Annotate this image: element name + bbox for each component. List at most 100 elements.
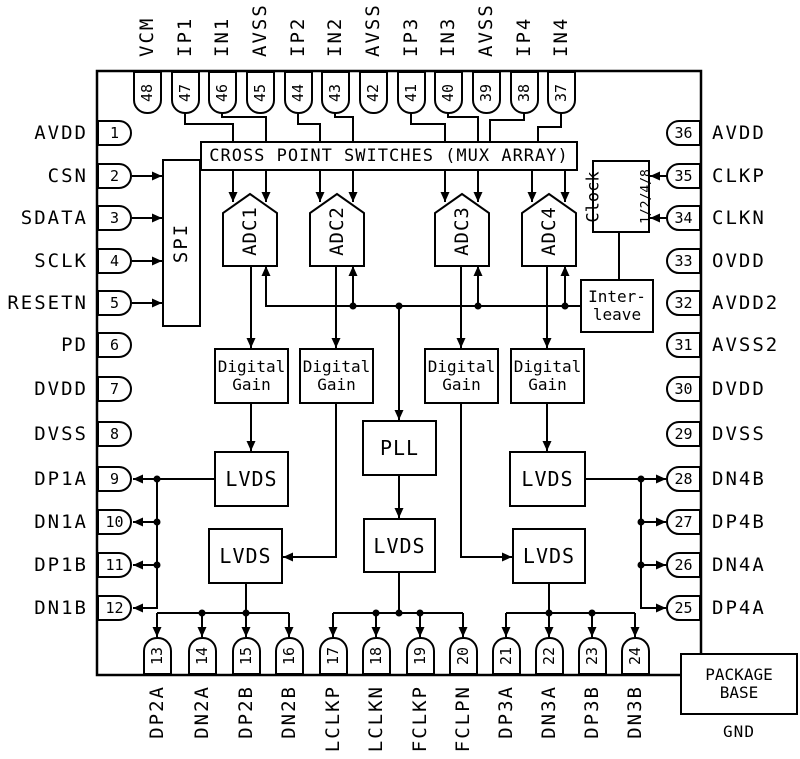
pin-6-number: 6	[109, 336, 120, 354]
pin-38-number: 38	[515, 83, 534, 102]
pin-11-number: 11	[105, 556, 124, 574]
arrowhead	[331, 338, 341, 348]
pin-30-label: DVDD	[712, 378, 766, 400]
clock-label: Clock	[583, 170, 604, 223]
lvds-label: LVDS	[522, 544, 576, 568]
pin-2-number: 2	[109, 167, 120, 185]
pin-37-number: 37	[552, 83, 571, 102]
pin-27-capsule: 27	[666, 509, 701, 535]
pin-25-capsule: 25	[666, 595, 701, 621]
digital-gain4-block: Digital Gain	[510, 348, 585, 404]
pin-40-capsule: 40	[434, 71, 463, 114]
digital-gain1-block: Digital Gain	[214, 348, 289, 404]
pin-35-number: 35	[674, 167, 693, 185]
pin-45-capsule: 45	[246, 71, 275, 114]
interleave-label-line2: leave	[592, 305, 642, 324]
pin-26-capsule: 26	[666, 552, 701, 578]
pin-20-capsule: 20	[449, 637, 478, 675]
arrowhead	[348, 266, 358, 276]
pin-9-capsule: 9	[97, 466, 132, 492]
arrowhead	[261, 266, 271, 276]
pin-34-number: 34	[674, 209, 693, 227]
lvds3-block: LVDS	[363, 518, 436, 573]
pin-14-capsule: 14	[188, 637, 217, 675]
adc3-label: ADC3	[450, 206, 473, 256]
pin-13-number: 13	[148, 646, 167, 666]
pin-25-number: 25	[674, 599, 693, 617]
lvds5-block: LVDS	[509, 451, 586, 507]
arrowhead	[473, 266, 483, 276]
junction-dot	[637, 518, 645, 526]
pin-15-label: DP2B	[235, 685, 257, 739]
lvds-label: LVDS	[521, 467, 574, 491]
adc4-label: ADC4	[537, 206, 560, 256]
pin-40-label: IN3	[437, 16, 459, 57]
pin-8-number: 8	[109, 425, 120, 443]
pin-16-label: DN2B	[278, 685, 300, 739]
digital-gain-label: Digital	[217, 356, 286, 376]
arrowhead	[152, 627, 162, 637]
pin-24-capsule: 24	[621, 637, 650, 675]
pin-9-label: DP1A	[34, 468, 88, 490]
pin-32-label: AVDD2	[712, 292, 780, 314]
pin-8-capsule: 8	[97, 421, 132, 447]
pin-2-capsule: 2	[97, 163, 132, 189]
wire	[586, 478, 666, 609]
clock-ratio-label: 1/2/4/8	[639, 169, 655, 224]
pin-37-capsule: 37	[547, 71, 576, 114]
junction-dot	[242, 609, 250, 617]
interleave-label-line1: Inter-	[588, 286, 646, 306]
arrowhead	[133, 603, 143, 613]
lvds-label: LVDS	[373, 533, 426, 558]
pin-6-label: PD	[61, 334, 88, 356]
pin-5-label: RESETN	[7, 292, 88, 314]
pin-22-capsule: 22	[535, 637, 564, 675]
pin-32-number: 32	[674, 294, 693, 312]
pin-46-capsule: 46	[208, 71, 237, 114]
arrowhead	[542, 338, 552, 348]
cross-point-switches-block: CROSS POINT SWITCHES (MUX ARRAY)	[200, 141, 578, 171]
arrowhead	[656, 560, 666, 570]
pin-18-capsule: 18	[362, 637, 391, 675]
arrowhead	[542, 441, 552, 451]
pin-13-label: DP2A	[146, 685, 168, 739]
adc1-block: ADC1	[223, 198, 277, 264]
pin-16-capsule: 16	[275, 637, 304, 675]
arrowhead	[394, 410, 404, 420]
pin-29-label: DVSS	[712, 423, 766, 445]
arrowhead	[560, 266, 570, 276]
pin-39-capsule: 39	[472, 71, 501, 114]
pin-15-capsule: 15	[232, 637, 261, 675]
pin-38-label: IP4	[513, 16, 535, 57]
pin-26-label: DN4A	[712, 554, 766, 576]
pin-44-capsule: 44	[284, 71, 313, 114]
pin-9-number: 9	[109, 470, 120, 488]
pin-12-label: DN1B	[34, 597, 88, 619]
pin-4-label: SCLK	[34, 250, 88, 272]
pin-19-capsule: 19	[406, 637, 435, 675]
pin-31-label: AVSS2	[712, 334, 780, 356]
wire	[297, 112, 321, 141]
arrowhead	[315, 192, 325, 202]
arrowhead	[261, 192, 271, 202]
pin-48-number: 48	[138, 83, 157, 102]
junction-dot	[395, 609, 403, 617]
pin-26-number: 26	[674, 556, 693, 574]
pll-label: PLL	[379, 436, 420, 460]
arrowhead	[656, 517, 666, 527]
arrowhead	[133, 474, 143, 484]
pin-17-capsule: 17	[319, 637, 348, 675]
junction-dot	[545, 609, 553, 617]
pin-30-capsule: 30	[666, 376, 701, 402]
lvds2-block: LVDS	[208, 528, 283, 584]
pin-22-label: DN3A	[538, 685, 560, 739]
pin-41-capsule: 41	[397, 71, 426, 114]
pin-10-capsule: 10	[97, 509, 132, 535]
pin-7-capsule: 7	[97, 376, 132, 402]
pin-7-number: 7	[109, 380, 120, 398]
digital-gain-label2: Gain	[232, 375, 271, 394]
pin-22-number: 22	[540, 646, 559, 666]
pin-12-number: 12	[105, 599, 124, 617]
arrowhead	[630, 627, 640, 637]
adc3-shape	[434, 192, 490, 267]
